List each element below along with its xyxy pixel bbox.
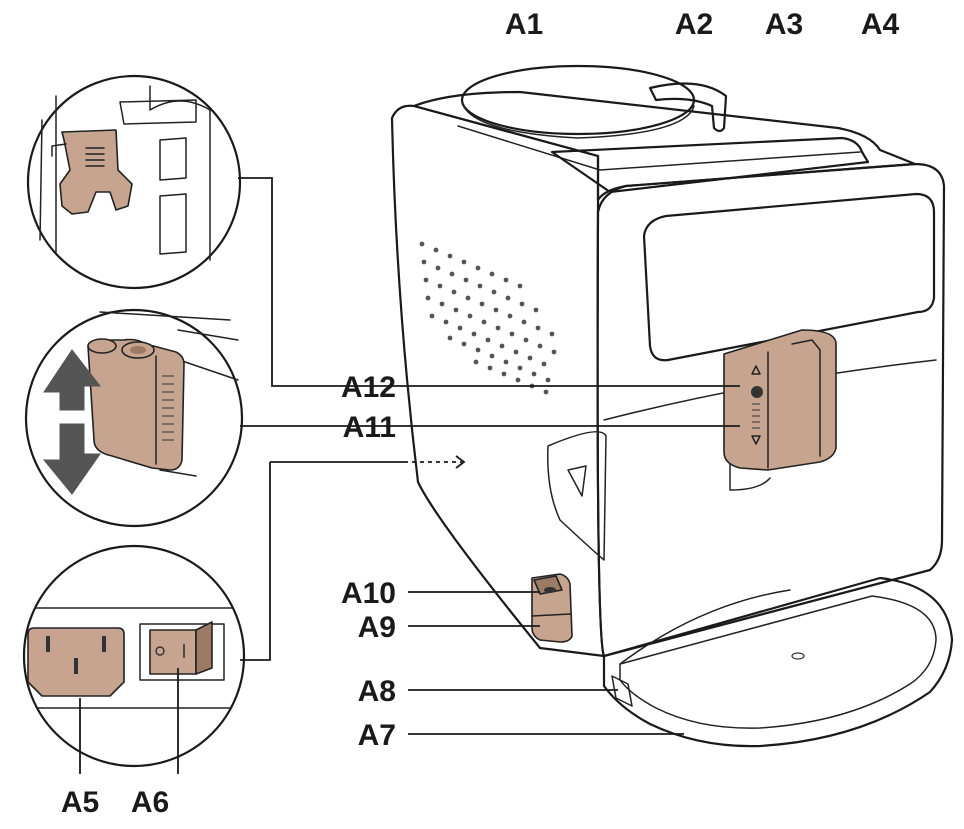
- vent-grille: [419, 241, 557, 395]
- label-a5: A5: [61, 786, 99, 819]
- drip-tray: [602, 576, 954, 748]
- label-a11: A11: [343, 411, 396, 444]
- label-a9: A9: [358, 611, 396, 644]
- label-a4: A4: [861, 8, 900, 41]
- inset-spout-height-adjust: [24, 308, 244, 528]
- label-a1: A1: [505, 8, 543, 41]
- up-down-arrow-icon: [42, 349, 102, 495]
- label-a6: A6: [131, 786, 169, 819]
- display-panel: [642, 192, 936, 362]
- power-switch-icon: [139, 621, 225, 681]
- label-a3: A3: [765, 8, 803, 41]
- power-socket-icon: [27, 627, 125, 697]
- label-a12: A12: [341, 371, 396, 404]
- lid-handle: [648, 82, 728, 133]
- inset-power-connections: [22, 544, 246, 768]
- leader-lines: [79, 177, 740, 774]
- machine-body: [390, 64, 954, 748]
- label-a10: A10: [341, 577, 396, 610]
- hot-water-spout: [531, 573, 573, 643]
- label-a7: A7: [358, 719, 396, 752]
- inset-spout-removed: [26, 74, 242, 290]
- label-a2: A2: [675, 8, 713, 41]
- label-a8: A8: [358, 675, 396, 708]
- water-tank-lid: [550, 136, 870, 194]
- callout-labels: A1 A2 A3 A4 A12 A11 A10 A9 A8 A7 A5 A6: [61, 8, 900, 819]
- coffee-spout: [723, 329, 837, 471]
